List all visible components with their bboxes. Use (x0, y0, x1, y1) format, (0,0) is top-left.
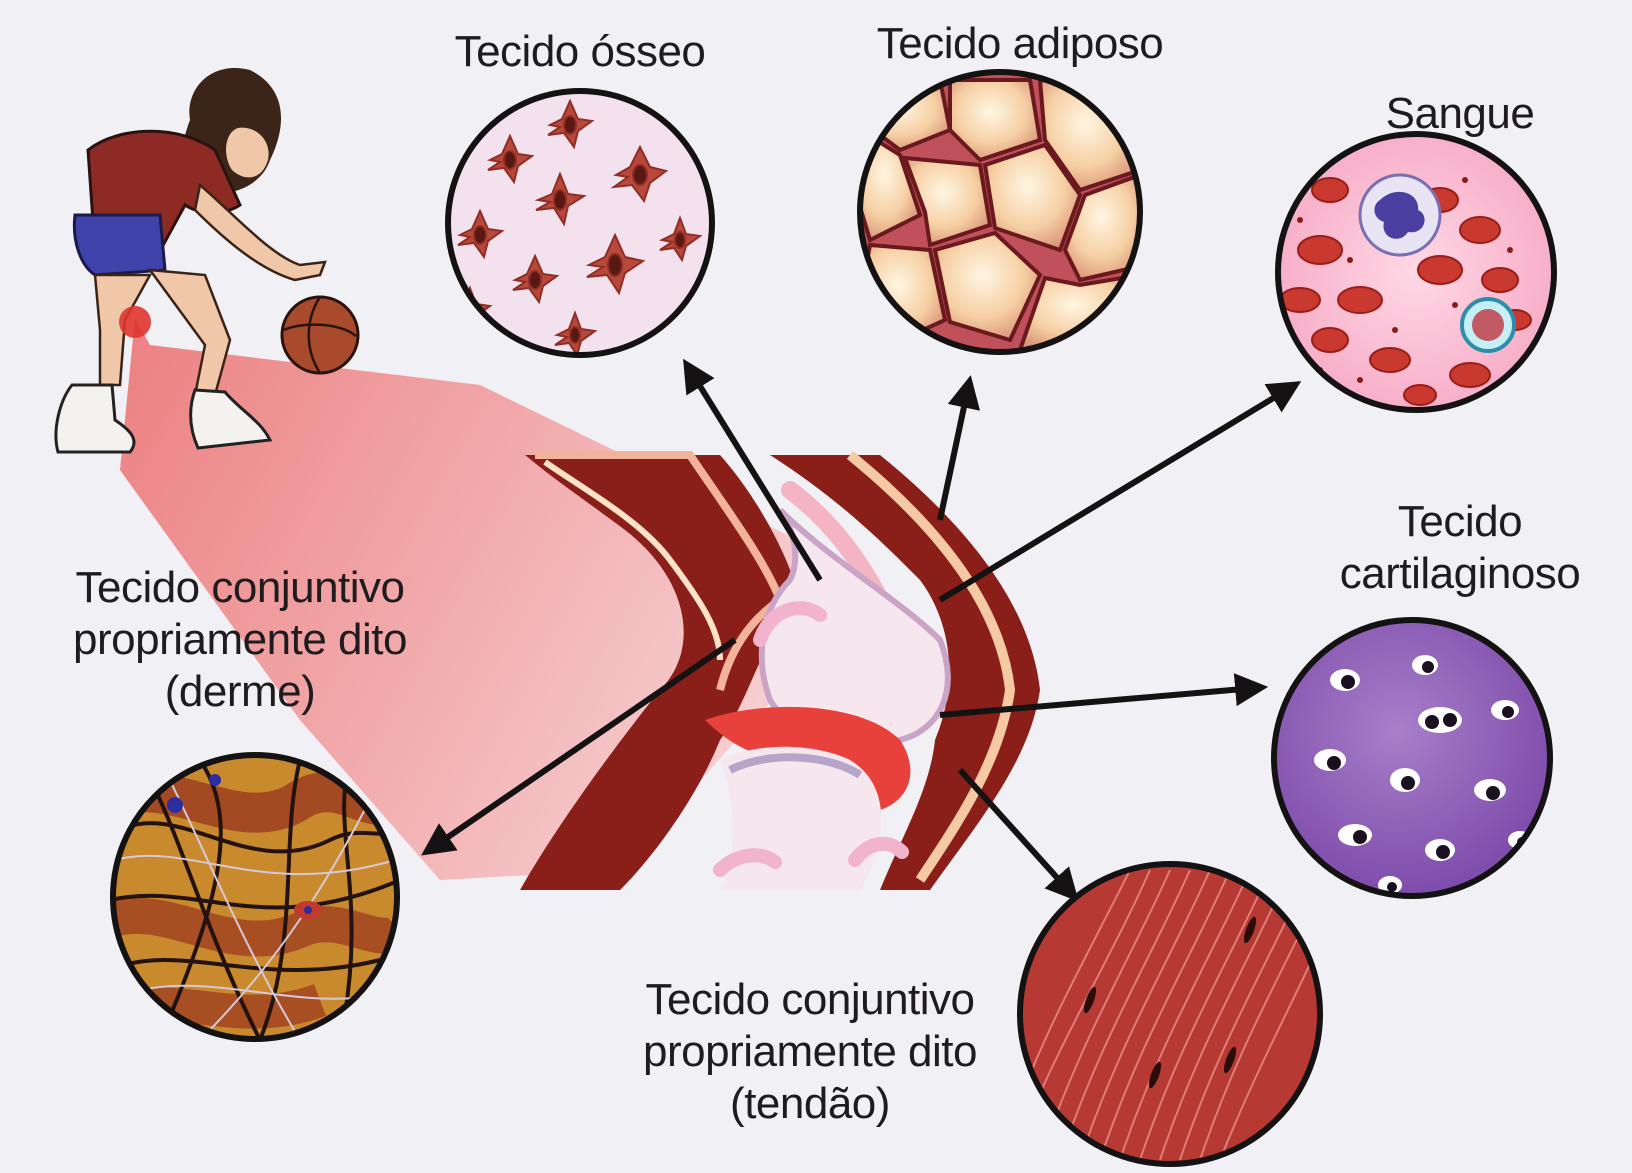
label-line: Tecido conjuntivo (30, 562, 450, 614)
blood-tissue-icon (1276, 132, 1556, 412)
label-sangue: Sangue (1360, 88, 1560, 140)
dermis-tissue-icon (110, 752, 400, 1042)
arrow-to-sangue (940, 388, 1290, 600)
label-tendao: Tecido conjuntivo propriamente dito (ten… (600, 974, 1020, 1130)
label-line: propriamente dito (600, 1026, 1020, 1078)
tendon-tissue-icon (1020, 864, 1330, 1164)
label-line: (tendão) (600, 1078, 1020, 1130)
bone-tissue-icon (440, 85, 720, 365)
label-tecido-osseo: Tecido ósseo (430, 26, 730, 78)
cartilage-tissue-icon (1272, 618, 1552, 898)
label-line: Tecido (1300, 496, 1620, 548)
label-tecido-cartilaginoso: Tecido cartilaginoso (1300, 496, 1620, 600)
label-derme: Tecido conjuntivo propriamente dito (der… (30, 562, 450, 718)
arrow-to-adiposo (940, 388, 968, 520)
arrow-to-tendao (960, 770, 1070, 892)
label-line: cartilaginoso (1300, 548, 1620, 600)
label-line: Tecido conjuntivo (600, 974, 1020, 1026)
adipose-tissue-icon (855, 72, 1145, 352)
label-line: propriamente dito (30, 614, 450, 666)
label-tecido-adiposo: Tecido adiposo (840, 18, 1200, 70)
label-line: (derme) (30, 666, 450, 718)
